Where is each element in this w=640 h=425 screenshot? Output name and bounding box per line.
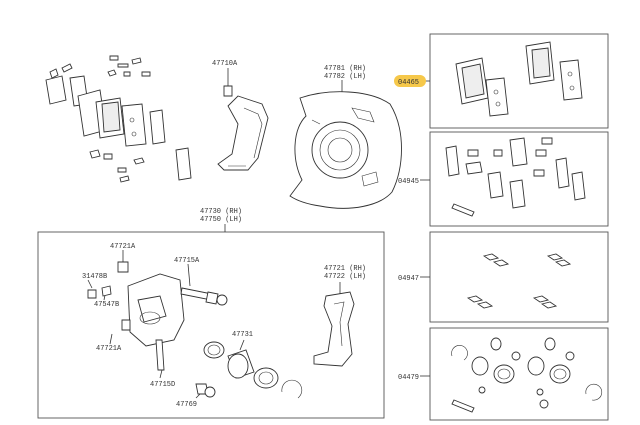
pads-and-shims-group[interactable]	[45, 55, 192, 183]
label-31478B[interactable]: 31478B	[82, 273, 107, 281]
seal-kit-box[interactable]	[429, 327, 609, 421]
label-47547B[interactable]: 47547B	[94, 301, 119, 309]
label-47715D[interactable]: 47715D	[150, 381, 175, 389]
fitting-kit-contents	[445, 137, 586, 217]
label-47750[interactable]: 47750 (LH)	[200, 216, 242, 224]
label-47721[interactable]: 47721 (RH)	[324, 265, 366, 273]
label-47722[interactable]: 47722 (LH)	[324, 273, 366, 281]
fitting-kit-box[interactable]	[429, 131, 609, 227]
label-47731[interactable]: 47731	[232, 331, 253, 339]
caliper-internals-group[interactable]	[87, 250, 355, 399]
label-47781[interactable]: 47781 (RH)	[324, 65, 366, 73]
pad-kit-contents	[455, 41, 583, 117]
label-47721A-bottom[interactable]: 47721A	[96, 345, 122, 353]
caliper-assembly-box	[37, 231, 385, 419]
label-47730[interactable]: 47730 (RH)	[200, 208, 242, 216]
label-47782[interactable]: 47782 (LH)	[324, 73, 366, 81]
part-47710A-group[interactable]	[217, 68, 269, 171]
clip-kit-contents	[466, 253, 572, 309]
highlight-04465	[394, 75, 426, 87]
label-04465[interactable]: 04465	[398, 79, 419, 87]
pad-kit-box[interactable]	[429, 33, 609, 129]
dust-shield-group[interactable]	[289, 80, 402, 209]
label-47710A[interactable]: 47710A	[212, 60, 238, 68]
label-47721A-top[interactable]: 47721A	[110, 243, 136, 251]
label-04945[interactable]: 04945	[398, 178, 419, 186]
label-04947[interactable]: 04947	[398, 275, 419, 283]
clip-kit-box[interactable]	[429, 231, 609, 323]
label-47769[interactable]: 47769	[176, 401, 197, 409]
seal-kit-contents	[451, 337, 603, 413]
label-47715A[interactable]: 47715A	[174, 257, 200, 265]
label-04479[interactable]: 04479	[398, 374, 419, 382]
